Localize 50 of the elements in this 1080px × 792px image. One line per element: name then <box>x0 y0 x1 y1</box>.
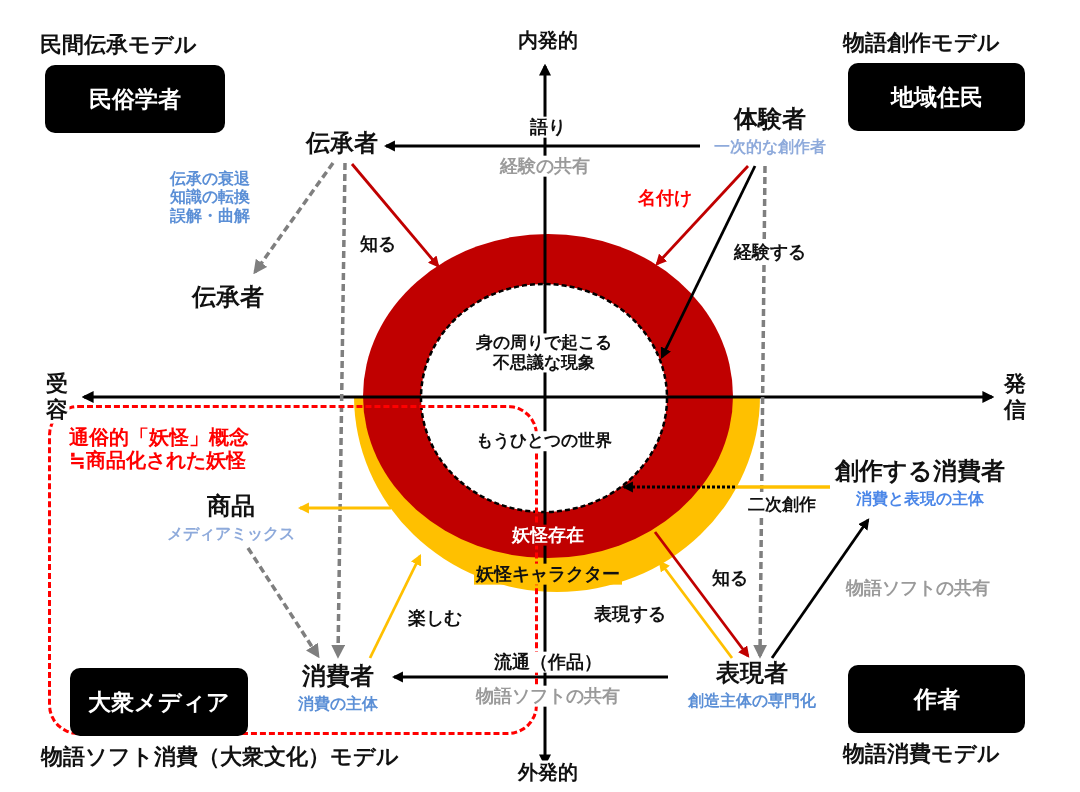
model-heading: 物語創作モデル <box>843 29 1000 55</box>
shared-note: 物語ソフトの共有 <box>474 685 622 707</box>
edge-label: 物語ソフトの共有 <box>844 577 992 599</box>
actor-subtitle: 消費と表現の主体 <box>855 490 985 509</box>
arrow <box>770 518 870 659</box>
edge-label: 名付け <box>636 187 694 209</box>
arrow <box>368 554 422 659</box>
actor-label: 表現者 <box>715 660 789 688</box>
arrow <box>297 502 391 514</box>
arrow <box>655 165 750 266</box>
arrow <box>391 671 668 683</box>
arrow <box>253 162 335 275</box>
actor-label: 創作する消費者 <box>833 458 1006 486</box>
arrow <box>660 165 757 359</box>
role-box: 民俗学者 <box>45 65 225 133</box>
arrow <box>621 481 830 493</box>
arrow <box>246 547 320 659</box>
axis-label: 内発的 <box>516 28 580 52</box>
model-heading: 物語ソフト消費（大衆文化）モデル <box>41 744 399 770</box>
arrow <box>331 162 347 659</box>
model-heading: 物語消費モデル <box>843 741 1000 767</box>
arrow <box>753 166 768 659</box>
arrow <box>350 163 440 268</box>
actor-label: 伝承者 <box>190 284 265 312</box>
actor-label: 消費者 <box>301 663 375 691</box>
role-box: 地域住民 <box>848 63 1025 131</box>
arrow <box>658 560 734 659</box>
actor-subtitle: 消費の主体 <box>297 695 379 714</box>
actor-subtitle: メディアミックス <box>166 525 296 544</box>
actor-label: 体験者 <box>732 106 807 134</box>
actor-label: 伝承者 <box>304 130 379 158</box>
role-box: 大衆メディア <box>70 668 248 736</box>
arrow <box>653 531 750 658</box>
model-heading: 民間伝承モデル <box>40 31 197 57</box>
role-box: 作者 <box>848 665 1025 733</box>
axis-label: 受容 <box>46 370 70 424</box>
arrow <box>383 140 700 152</box>
actor-label: 商品 <box>206 493 256 521</box>
circle-text: もうひとつの世界 <box>476 431 612 451</box>
edge-label: 伝承の衰退知識の転換誤解・曲解 <box>167 170 253 226</box>
actor-subtitle: 一次的な創作者 <box>713 138 827 157</box>
axis-label: 外発的 <box>516 760 580 784</box>
shared-note: 経験の共有 <box>498 155 592 177</box>
axis-label: 発信 <box>1004 370 1028 424</box>
band-label: 妖怪存在 <box>510 524 586 546</box>
actor-subtitle: 創造主体の専門化 <box>687 692 817 711</box>
edge-label: 二次創作 <box>746 495 818 515</box>
edge-label: 楽しむ <box>406 607 464 629</box>
band-label: 妖怪キャラクター <box>474 563 622 585</box>
region-caption: 通俗的「妖怪」概念≒商品化された妖怪 <box>69 426 250 472</box>
